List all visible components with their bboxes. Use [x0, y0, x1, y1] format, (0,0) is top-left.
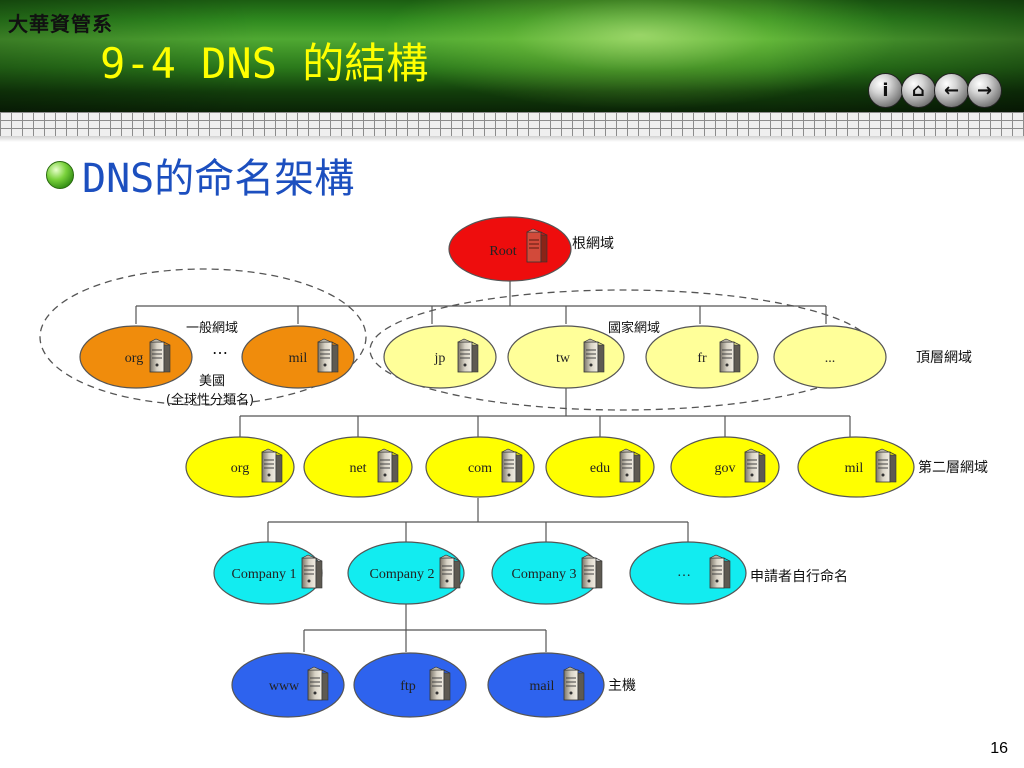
- svg-text:edu: edu: [590, 461, 610, 476]
- svg-text:org: org: [125, 351, 143, 366]
- page-number: 16: [990, 740, 1008, 757]
- root-node: Root: [448, 216, 572, 282]
- svg-text:…: …: [677, 565, 691, 580]
- svg-text:com: com: [468, 461, 492, 476]
- host-node-www: www: [231, 652, 345, 718]
- generic-note-line2: (全球性分類名): [166, 392, 254, 408]
- subtitle: DNS的命名架構: [82, 156, 355, 202]
- grid-shadow: [0, 136, 1024, 142]
- applicant-node-company-2: Company 2: [347, 541, 465, 605]
- svg-text:Company 2: Company 2: [370, 567, 435, 582]
- dns-tree-diagram: Root 根網域 org mil jp tw fr ... 一般網域 … 美國 …: [39, 216, 988, 718]
- grid-band: [0, 112, 1024, 136]
- forward-arrow-icon[interactable]: →: [967, 73, 1002, 108]
- department-label: 大華資管系: [8, 12, 113, 36]
- info-icon[interactable]: i: [868, 73, 903, 108]
- header-shade: [0, 0, 1024, 112]
- country-group-label: 國家網域: [608, 320, 660, 336]
- second-level-node-org: org: [185, 436, 295, 498]
- applicant-node-company-1: Company 1: [213, 541, 323, 605]
- second-level-node-com: com: [425, 436, 535, 498]
- svg-text:mail: mail: [530, 679, 555, 694]
- second-level-node-gov: gov: [670, 436, 780, 498]
- svg-text:...: ...: [825, 351, 836, 366]
- svg-text:org: org: [231, 461, 249, 476]
- svg-text:Company 3: Company 3: [512, 567, 577, 582]
- svg-text:mil: mil: [845, 461, 864, 476]
- applicant-caption: 申請者自行命名: [750, 568, 848, 585]
- applicant-node-company-3: Company 3: [491, 541, 603, 605]
- top-level-node-mil: mil: [241, 325, 355, 389]
- host-node-mail: mail: [487, 652, 605, 718]
- second-level-node-edu: edu: [545, 436, 655, 498]
- top-level-node-jp: jp: [383, 325, 497, 389]
- svg-text:net: net: [349, 461, 366, 476]
- host-caption: 主機: [608, 678, 636, 694]
- svg-text:tw: tw: [556, 351, 571, 366]
- svg-text:ftp: ftp: [400, 679, 416, 694]
- header-glow: [380, 0, 900, 110]
- svg-text:gov: gov: [715, 461, 736, 476]
- generic-domain-group: [39, 268, 367, 406]
- top-level-node-tw: tw: [507, 325, 625, 389]
- top-level-caption: 頂層網域: [916, 350, 972, 366]
- root-label: Root: [489, 244, 516, 259]
- svg-text:mil: mil: [289, 351, 308, 366]
- slide-header: 大華資管系 9-4 DNS 的結構 i ⌂ ← →: [0, 0, 1024, 112]
- svg-text:fr: fr: [697, 351, 707, 366]
- applicant-node-more: … 1.: [629, 541, 747, 605]
- second-level-node-mil: mil: [797, 436, 915, 498]
- home-icon[interactable]: ⌂: [901, 73, 936, 108]
- second-level-node-net: net: [303, 436, 413, 498]
- svg-text:Company 1: Company 1: [232, 567, 297, 582]
- slide-title: 9-4 DNS 的結構: [100, 39, 429, 88]
- second-level-caption: 第二層網域: [918, 459, 988, 476]
- back-arrow-icon[interactable]: ←: [934, 73, 969, 108]
- top-level-node-more: ...: [773, 325, 887, 389]
- top-level-node-fr: fr: [645, 325, 759, 389]
- svg-text:jp: jp: [434, 351, 446, 366]
- root-caption: 根網域: [572, 236, 614, 252]
- bullet-icon: [46, 161, 74, 189]
- subtitle-row: DNS的命名架構: [46, 146, 354, 204]
- generic-group-ellipsis: …: [212, 339, 228, 358]
- generic-group-label: 一般網域: [186, 320, 238, 336]
- top-level-node-org: org: [79, 325, 193, 389]
- generic-note-line1: 美國: [199, 374, 225, 389]
- nav-buttons: i ⌂ ← →: [868, 73, 1002, 108]
- tree-connectors: [135, 280, 851, 652]
- host-node-ftp: ftp: [353, 652, 467, 718]
- svg-text:www: www: [269, 679, 300, 694]
